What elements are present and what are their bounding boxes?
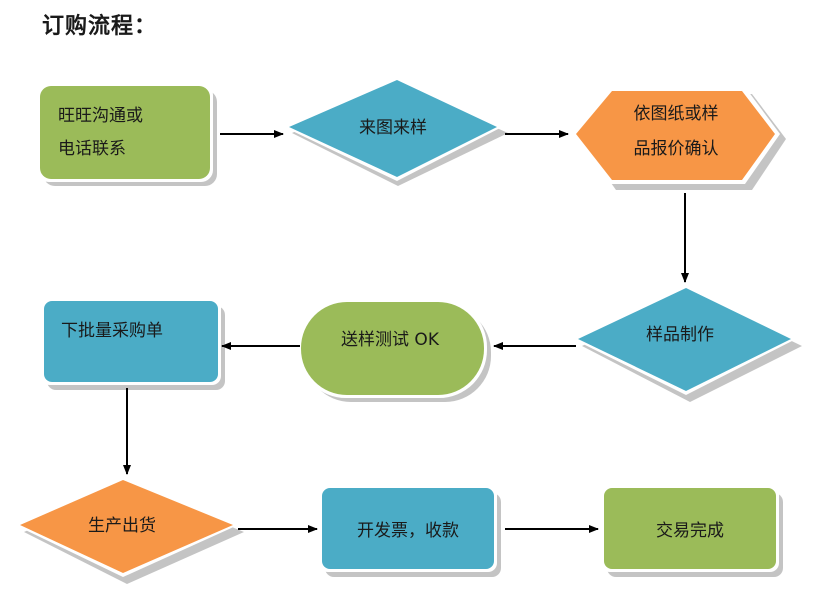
node-done-label: 交易完成 — [656, 521, 724, 541]
node-done-shape — [604, 488, 776, 569]
node-contact-line2: 电话联系 — [58, 139, 126, 159]
node-invoice: 开发票，收款 — [319, 485, 501, 577]
page-title: 订购流程： — [42, 14, 158, 39]
node-make-sample: 样品制作 — [573, 284, 802, 402]
node-make-sample-label: 样品制作 — [646, 325, 714, 345]
node-make-sample-shape — [578, 288, 791, 391]
node-sample-in: 来图来样 — [284, 76, 508, 186]
node-contact-shape — [40, 86, 210, 179]
node-test-ok-shape — [301, 302, 484, 395]
node-test-ok: 送样测试 OK — [298, 299, 491, 402]
node-quote: 依图纸或样 品报价确认 — [571, 87, 786, 190]
node-bulk-order-shape — [44, 301, 218, 382]
node-done: 交易完成 — [601, 485, 783, 577]
node-test-ok-label: 送样测试 OK — [341, 330, 440, 350]
node-quote-shape — [576, 91, 775, 180]
node-invoice-label: 开发票，收款 — [357, 521, 459, 541]
node-quote-line1: 依图纸或样 — [634, 104, 719, 124]
node-bulk-order: 下批量采购单 — [41, 298, 225, 390]
node-contact-line1: 旺旺沟通或 — [58, 106, 143, 126]
node-sample-in-label: 来图来样 — [359, 118, 427, 138]
node-bulk-order-label: 下批量采购单 — [61, 321, 163, 341]
node-invoice-shape — [322, 488, 494, 569]
node-production-shape — [20, 480, 233, 573]
node-contact: 旺旺沟通或 电话联系 — [37, 83, 217, 186]
node-production-label: 生产出货 — [88, 516, 156, 536]
node-production: 生产出货 — [15, 476, 244, 584]
node-sample-in-shape — [289, 80, 497, 177]
node-quote-line2: 品报价确认 — [634, 139, 719, 159]
